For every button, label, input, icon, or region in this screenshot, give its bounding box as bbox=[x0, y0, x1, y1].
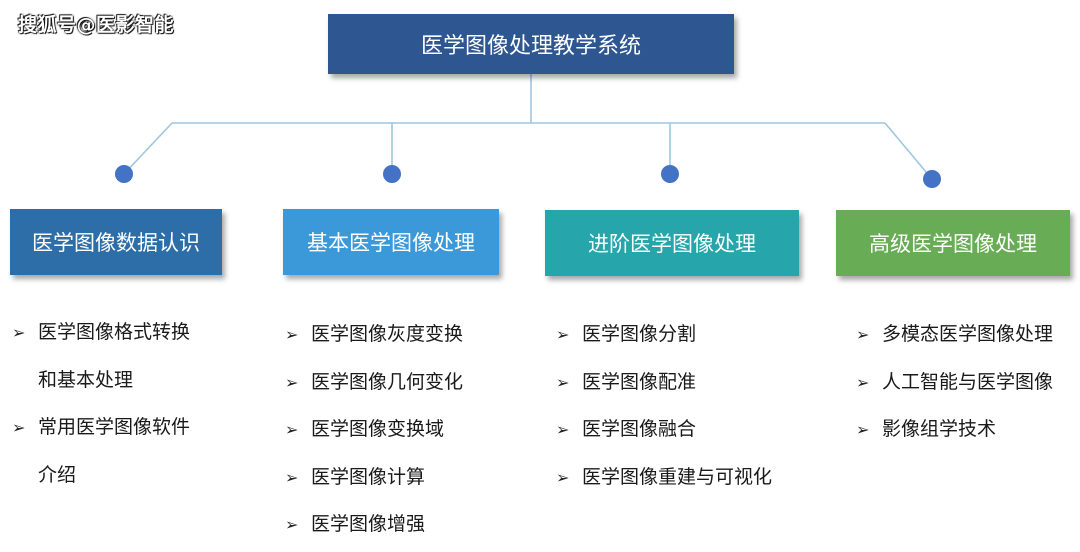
arrow-bullet-icon: ➢ bbox=[285, 372, 299, 392]
list-item-text: 医学图像格式转换 bbox=[38, 321, 191, 343]
category-expert-processing: 高级医学图像处理 bbox=[836, 210, 1070, 276]
list-item: ➢ 医学图像计算 bbox=[283, 454, 463, 502]
root-title: 医学图像处理教学系统 bbox=[420, 34, 641, 59]
list-item: ➢ 医学图像重建与可视化 bbox=[554, 454, 772, 502]
list-item-text: 医学图像计算 bbox=[311, 465, 426, 488]
list-item: 介绍 bbox=[10, 452, 190, 500]
category-basic-processing: 基本医学图像处理 bbox=[283, 209, 499, 275]
list-item: ➢ 多模态医学图像处理 bbox=[854, 311, 1053, 359]
list-item-text: 医学图像灰度变换 bbox=[311, 323, 464, 345]
list-item: ➢ 医学图像格式转换 bbox=[10, 309, 190, 357]
list-item: ➢ 人工智能与医学图像 bbox=[854, 359, 1053, 407]
list-item-text: 医学图像增强 bbox=[311, 513, 426, 535]
root-node: 医学图像处理教学系统 bbox=[328, 14, 734, 74]
list-item-text: 医学图像配准 bbox=[582, 370, 697, 393]
list-item: ➢ 医学图像配准 bbox=[554, 359, 772, 407]
list-item-text: 影像组学技术 bbox=[882, 418, 997, 440]
arrow-bullet-icon: ➢ bbox=[12, 418, 26, 437]
category-list-4: ➢ 多模态医学图像处理 ➢ 人工智能与医学图像 ➢ 影像组学技术 bbox=[854, 311, 1053, 454]
arrow-bullet-icon: ➢ bbox=[556, 325, 570, 344]
list-item-text: 医学图像变换域 bbox=[311, 418, 445, 440]
list-item: ➢ 常用医学图像软件 bbox=[10, 404, 190, 452]
list-item: ➢ 医学图像分割 bbox=[554, 311, 772, 359]
list-item: ➢ 医学图像几何变化 bbox=[283, 359, 463, 407]
watermark: 搜狐号@医影智能 bbox=[18, 14, 175, 36]
category-title: 进阶医学图像处理 bbox=[588, 232, 756, 256]
list-item-text: 多模态医学图像处理 bbox=[882, 323, 1054, 345]
arrow-bullet-icon: ➢ bbox=[556, 467, 570, 487]
node-dot-1 bbox=[115, 165, 133, 183]
category-list-2: ➢ 医学图像灰度变换 ➢ 医学图像几何变化 ➢ 医学图像变换域 ➢ 医学图像计算 ➢ 医学… bbox=[283, 311, 463, 549]
list-item-text: 和基本处理 bbox=[38, 368, 134, 391]
list-item: ➢ 影像组学技术 bbox=[854, 406, 1053, 454]
list-item-text: 医学图像重建与可视化 bbox=[582, 465, 773, 488]
category-list-3: ➢ 医学图像分割 ➢ 医学图像配准 ➢ 医学图像融合 ➢ 医学图像重建与可视化 bbox=[554, 311, 772, 501]
node-dot-2 bbox=[383, 165, 401, 183]
category-title: 高级医学图像处理 bbox=[869, 232, 1037, 256]
category-title: 基本医学图像处理 bbox=[307, 231, 475, 255]
list-item-text: 医学图像分割 bbox=[582, 323, 697, 345]
category-list-1: ➢ 医学图像格式转换 和基本处理 ➢ 常用医学图像软件 介绍 bbox=[10, 309, 190, 499]
category-advanced-processing: 进阶医学图像处理 bbox=[545, 210, 799, 276]
branch-line-4 bbox=[884, 122, 933, 180]
arrow-bullet-icon: ➢ bbox=[285, 515, 299, 534]
arrow-bullet-icon: ➢ bbox=[285, 420, 299, 439]
list-item: ➢ 医学图像灰度变换 bbox=[283, 311, 463, 359]
arrow-bullet-icon: ➢ bbox=[285, 325, 299, 344]
arrow-bullet-icon: ➢ bbox=[856, 420, 870, 439]
list-item: ➢ 医学图像增强 bbox=[283, 501, 463, 549]
list-item-text: 常用医学图像软件 bbox=[38, 416, 191, 438]
list-item-text: 人工智能与医学图像 bbox=[882, 370, 1054, 393]
category-title: 医学图像数据认识 bbox=[32, 231, 200, 255]
node-dot-4 bbox=[923, 170, 941, 188]
arrow-bullet-icon: ➢ bbox=[856, 325, 870, 344]
list-item-text: 医学图像几何变化 bbox=[311, 370, 464, 393]
arrow-bullet-icon: ➢ bbox=[856, 372, 870, 392]
arrow-bullet-icon: ➢ bbox=[556, 372, 570, 392]
list-item-text: 医学图像融合 bbox=[582, 418, 697, 440]
list-item: 和基本处理 bbox=[10, 357, 190, 405]
node-dot-3 bbox=[661, 165, 679, 183]
list-item-text: 介绍 bbox=[38, 463, 77, 486]
list-item: ➢ 医学图像融合 bbox=[554, 406, 772, 454]
branch-line-1 bbox=[123, 122, 173, 175]
category-data-recognition: 医学图像数据认识 bbox=[10, 209, 222, 275]
arrow-bullet-icon: ➢ bbox=[12, 323, 26, 342]
list-item: ➢ 医学图像变换域 bbox=[283, 406, 463, 454]
arrow-bullet-icon: ➢ bbox=[285, 467, 299, 487]
arrow-bullet-icon: ➢ bbox=[556, 420, 570, 439]
